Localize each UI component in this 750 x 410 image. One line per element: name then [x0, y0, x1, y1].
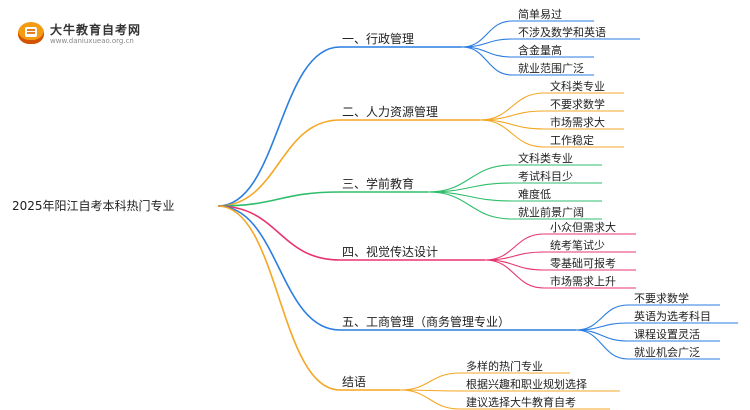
branch-link [217, 119, 341, 207]
logo-url: www.daniuxueao.org.cn [50, 37, 134, 45]
leaf-link [399, 389, 461, 410]
leaf-label: 考试科目少 [518, 169, 573, 183]
leaf-label: 市场需求大 [550, 115, 605, 129]
leaf-label: 简单易过 [518, 7, 562, 21]
leaf-label: 市场需求上升 [550, 274, 616, 288]
leaf-label: 含金量高 [518, 43, 562, 57]
branch-label: 四、视觉传达设计 [342, 244, 438, 259]
leaf-link [575, 329, 629, 342]
leaf-label: 难度低 [518, 187, 551, 201]
branch-link [217, 46, 341, 207]
leaf-link [479, 119, 545, 148]
site-logo: 大牛教育自考网 www.daniuxueao.org.cn [18, 18, 188, 48]
leaf-link [427, 182, 513, 193]
leaf-label: 英语为选考科目 [634, 309, 711, 323]
leaf-label: 课程设置灵活 [634, 328, 700, 341]
leaf-label: 就业机会广泛 [634, 345, 700, 359]
branch-label: 二、人力资源管理 [342, 104, 438, 119]
leaf-label: 统考笔试少 [550, 238, 605, 252]
branch-link [217, 205, 341, 261]
leaf-label: 零基础可报考 [550, 256, 616, 270]
leaf-label: 建议选择大牛教育自考 [466, 395, 576, 409]
mindmap-nodes: 一、行政管理简单易过不涉及数学和英语含金量高就业范围广泛二、人力资源管理文科类专… [342, 7, 711, 409]
leaf-label: 工作稳定 [550, 133, 594, 147]
leaf-label: 文科类专业 [518, 151, 573, 165]
branch-label: 结语 [342, 375, 366, 389]
leaf-link [484, 259, 545, 289]
branch-link [217, 191, 341, 207]
branch-label: 三、学前教育 [342, 176, 414, 191]
leaf-link [427, 164, 513, 193]
branch-link [217, 205, 341, 331]
leaf-label: 不要求数学 [634, 291, 689, 305]
leaf-label: 文科类专业 [550, 79, 605, 93]
logo-title: 大牛教育自考网 [50, 23, 142, 37]
branch-label: 五、工商管理（商务管理专业） [342, 314, 510, 329]
branch-label: 一、行政管理 [342, 31, 414, 46]
leaf-link [461, 46, 513, 76]
branch-link [217, 205, 341, 391]
leaf-label: 多样的热门专业 [466, 359, 543, 373]
leaf-label: 根据兴趣和职业规划选择 [466, 377, 587, 391]
leaf-link [399, 372, 461, 391]
leaf-label: 就业前景广阔 [518, 205, 584, 219]
mindmap-links [217, 20, 738, 410]
leaf-label: 小众但需求大 [550, 220, 616, 234]
leaf-label: 不涉及数学和英语 [518, 25, 606, 39]
leaf-label: 不要求数学 [550, 97, 605, 111]
root-topic: 2025年阳江自考本科热门专业 [12, 198, 175, 213]
leaf-label: 就业范围广泛 [518, 61, 584, 75]
leaf-link [427, 191, 513, 220]
logo-book-icon [18, 22, 44, 44]
leaf-link [575, 329, 629, 360]
